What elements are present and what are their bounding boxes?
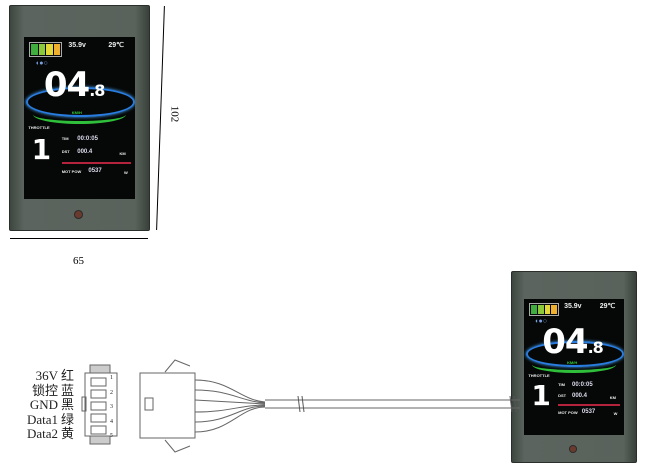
pin-number: 4	[110, 418, 113, 425]
battery-icon	[529, 302, 560, 317]
temperature-readout: 29℃	[599, 302, 616, 310]
mot-label: MOT POW	[558, 409, 578, 415]
speed-main: 04	[43, 64, 90, 105]
tim-value: 00:0:05	[572, 382, 593, 389]
battery-icon	[29, 42, 63, 58]
gear-value: 1	[31, 132, 52, 166]
green-arc	[532, 356, 616, 373]
red-divider	[61, 161, 131, 164]
dst-label: DST	[558, 393, 567, 399]
dst-value: 000.4	[572, 392, 588, 399]
mot-unit: W	[123, 170, 128, 176]
display-screen: 35.9v 29℃ ◖●○ 04.8 KM/H THROTTLE 1 TIM 0…	[23, 37, 136, 199]
dst-unit: KM	[119, 150, 126, 156]
speed-main: 04	[542, 321, 588, 362]
pin-number: 3	[110, 404, 113, 410]
voltage-readout: 35.9v	[68, 42, 86, 50]
display-screen: 35.9v 29℃ ◖●○ 04.8 KM/H THROTTLE 1 TIM 0…	[524, 298, 624, 436]
display-device-top: 35.9v 29℃ ◖●○ 04.8 KM/H THROTTLE 1 TIM 0…	[9, 5, 150, 231]
headlight-icon: ◖●○	[534, 317, 547, 325]
mot-value: 0537	[581, 409, 596, 416]
dst-unit: KM	[609, 394, 616, 400]
plug-grip-top	[89, 364, 111, 374]
temperature-readout: 29℃	[108, 42, 125, 50]
mot-label: MOT POW	[61, 168, 82, 174]
speed-value: 04.8	[542, 321, 604, 362]
headlight-icon: ◖●○	[35, 59, 48, 67]
red-divider	[558, 403, 620, 406]
pin-signal-label: Data1	[26, 411, 58, 427]
tim-label: TIM	[558, 382, 565, 388]
button-knob[interactable]	[73, 209, 83, 219]
female-plug	[84, 372, 118, 437]
voltage-readout: 35.9v	[564, 302, 582, 310]
width-dimension-line	[10, 238, 148, 239]
tim-value: 00:0:05	[77, 135, 98, 142]
pin-wire-color: 绿	[61, 411, 75, 427]
plug-grip-bottom	[89, 435, 111, 445]
pin-signal-label: 锁控	[31, 382, 58, 398]
pin-wire-color: 黑	[61, 397, 75, 412]
mode-label: THROTTLE	[528, 372, 550, 378]
male-plug	[139, 372, 196, 439]
display-device-bottom: 35.9v 29℃ ◖●○ 04.8 KM/H THROTTLE 1 TIM 0…	[511, 271, 637, 463]
mot-unit: W	[613, 411, 618, 417]
gear-value: 1	[531, 379, 551, 413]
pin-number: 2	[110, 389, 113, 396]
tim-label: TIM	[61, 136, 69, 142]
pin-signal-label: GND	[29, 397, 58, 412]
pin-signal-label: Data2	[26, 426, 58, 441]
width-dimension: 65	[73, 255, 84, 267]
speed-decimal: .8	[89, 80, 105, 100]
mot-value: 0537	[88, 167, 102, 174]
speed-decimal: .8	[587, 337, 604, 357]
dst-value: 000.4	[77, 148, 93, 155]
green-arc	[32, 105, 127, 125]
dst-label: DST	[61, 149, 70, 155]
pin-wire-color: 蓝	[61, 382, 75, 398]
speed-value: 04.8	[43, 64, 106, 105]
pin-number: 1	[110, 375, 113, 381]
mode-label: THROTTLE	[28, 125, 50, 131]
button-knob[interactable]	[569, 444, 578, 453]
pin-signal-label: 36V	[35, 368, 58, 383]
pin-wire-color: 红	[61, 368, 75, 383]
pin-wire-color: 黄	[61, 426, 75, 441]
